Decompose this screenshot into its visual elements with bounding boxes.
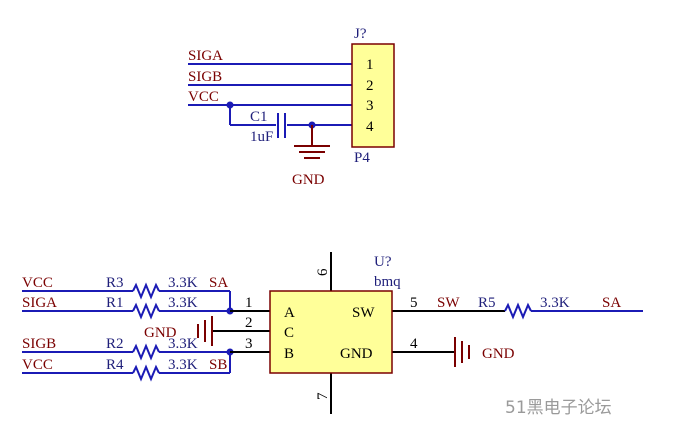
connector-pin-4: 4 bbox=[366, 119, 374, 135]
ic-pin-num-5: 5 bbox=[410, 295, 418, 311]
resistor-r3-value: 3.3K bbox=[168, 275, 198, 291]
net-label-siga: SIGA bbox=[188, 48, 223, 64]
connector-ref: J? bbox=[354, 26, 367, 42]
connector-part: P4 bbox=[354, 150, 370, 166]
junction-vcc bbox=[226, 101, 234, 109]
ic-pin-num-2: 2 bbox=[245, 315, 253, 331]
resistor-r1-ref: R1 bbox=[106, 295, 124, 311]
ic-pin-name-b: B bbox=[284, 346, 294, 362]
resistor-r4-ref: R4 bbox=[106, 357, 124, 373]
net-label-sw: SW bbox=[437, 295, 460, 311]
resistor-r1-value: 3.3K bbox=[168, 295, 198, 311]
connector-body bbox=[351, 43, 395, 148]
net-label-sa-left: SA bbox=[209, 275, 228, 291]
resistor-r4-value: 3.3K bbox=[168, 357, 198, 373]
ic-body bbox=[269, 290, 393, 374]
gnd-label-right: GND bbox=[482, 346, 515, 362]
net-label-r3-vcc: VCC bbox=[22, 275, 53, 291]
connector-pin-1: 1 bbox=[366, 57, 374, 73]
ic-pin-num-1: 1 bbox=[245, 295, 253, 311]
net-label-sigb: SIGB bbox=[188, 69, 222, 85]
ic-pin-num-7: 7 bbox=[315, 392, 331, 400]
net-label-sb-left: SB bbox=[209, 357, 227, 373]
watermark: 51黑电子论坛 bbox=[505, 398, 612, 418]
connector-section: SIGA SIGB VCC C1 1uF GND J? P4 1 2 3 4 bbox=[188, 26, 395, 188]
capacitor-value: 1uF bbox=[250, 129, 273, 145]
resistor-r1 bbox=[132, 302, 160, 320]
capacitor-ref: C1 bbox=[250, 109, 268, 125]
ic-pin-name-c: C bbox=[284, 325, 294, 341]
gnd-label-top: GND bbox=[292, 172, 325, 188]
resistor-r4 bbox=[132, 364, 160, 382]
net-label-vcc: VCC bbox=[188, 89, 219, 105]
net-label-r2-sigb: SIGB bbox=[22, 336, 56, 352]
resistor-r2-value: 3.3K bbox=[168, 336, 198, 352]
resistor-r2 bbox=[132, 343, 160, 361]
ic-pin-name-a: A bbox=[284, 305, 295, 321]
ic-pin-num-3: 3 bbox=[245, 336, 253, 352]
ic-ref: U? bbox=[374, 254, 392, 270]
resistor-r5-value: 3.3K bbox=[540, 295, 570, 311]
resistor-r5-ref: R5 bbox=[478, 295, 496, 311]
ic-pin-name-gnd: GND bbox=[340, 346, 373, 362]
resistor-r3-ref: R3 bbox=[106, 275, 124, 291]
net-label-sa-right: SA bbox=[602, 295, 621, 311]
connector-pin-3: 3 bbox=[366, 98, 374, 114]
connector-pin-2: 2 bbox=[366, 78, 374, 94]
resistor-r2-ref: R2 bbox=[106, 336, 124, 352]
resistor-r3 bbox=[132, 282, 160, 300]
resistor-r5 bbox=[504, 302, 532, 320]
ic-pin-num-4: 4 bbox=[410, 336, 418, 352]
encoder-section: VCC SIGA SIGB VCC R3 R1 R2 R4 3.3K 3.3K … bbox=[22, 252, 643, 414]
net-label-r1-siga: SIGA bbox=[22, 295, 57, 311]
gnd-label-left: GND bbox=[144, 325, 177, 341]
ic-pin-name-sw: SW bbox=[352, 305, 375, 321]
ic-pin-num-6: 6 bbox=[315, 268, 331, 276]
net-label-r4-vcc: VCC bbox=[22, 357, 53, 373]
ic-part: bmq bbox=[374, 274, 401, 290]
